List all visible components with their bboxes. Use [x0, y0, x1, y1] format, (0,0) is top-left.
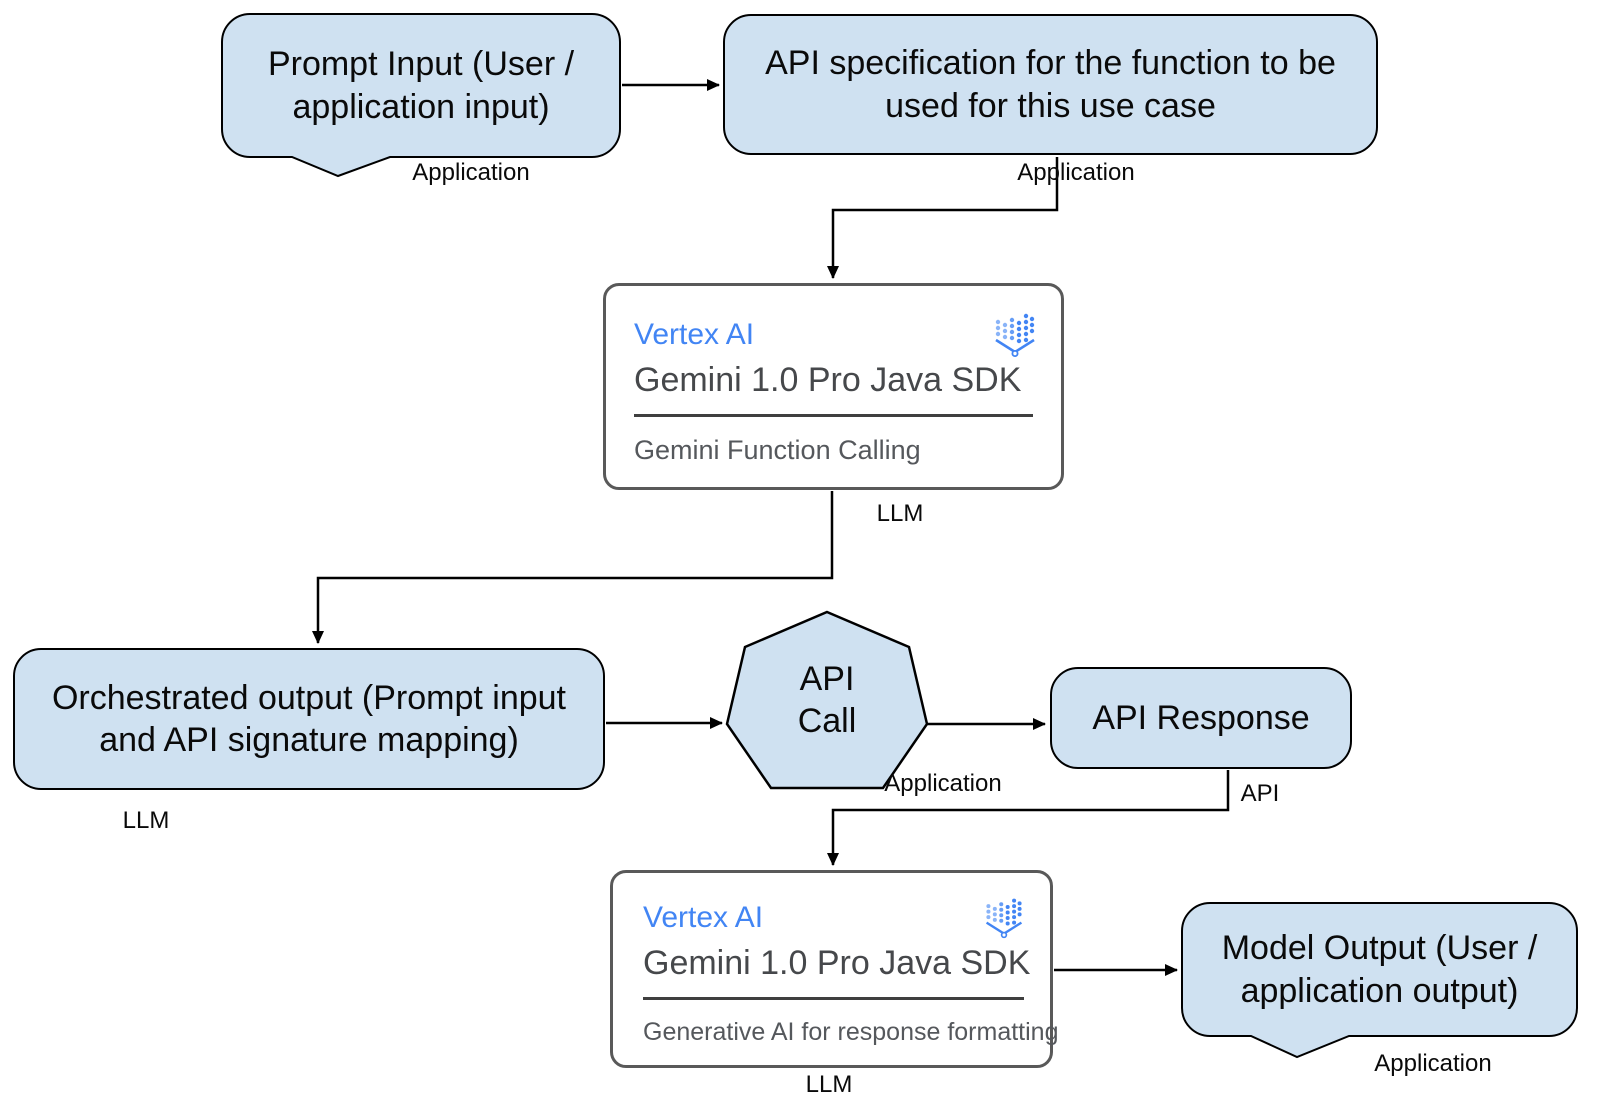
api-call-tag: Application: [884, 770, 1002, 797]
node-gemini-response-formatting: Vertex AI Gemini 1.0 Pro Java SDK Genera…: [610, 870, 1059, 1068]
orchestrated-output-tag: LLM: [122, 807, 170, 834]
node-orchestrated-output: Orchestrated output (Prompt input and AP…: [13, 648, 605, 790]
card1-product-name: Vertex AI: [634, 318, 755, 351]
node-api-spec: API specification for the function to be…: [723, 14, 1378, 155]
connector-apispec-to-llm1: [827, 157, 1059, 279]
connector-llm1-to-orchestrated: [312, 491, 834, 644]
card1-subtitle: Gemini Function Calling: [634, 434, 921, 465]
connector-apiresponse-to-llm2: [827, 770, 1230, 866]
vertex-ai-icon: [985, 898, 1023, 939]
api-response-tag: API: [1240, 780, 1280, 807]
api-spec-label: API specification for the function to be…: [765, 44, 1336, 125]
card1-divider: [634, 413, 1033, 417]
card2-tag: LLM: [805, 1071, 853, 1098]
card2-divider: [643, 996, 1024, 1000]
card1-tag: LLM: [876, 500, 924, 527]
model-output-tag: Application: [1374, 1050, 1492, 1077]
card2-subtitle: Generative AI for response formatting: [643, 1017, 1059, 1046]
api-call-heptagon-shape: [725, 610, 929, 790]
vertex-ai-icon: [995, 313, 1035, 358]
card1-sdk-title: Gemini 1.0 Pro Java SDK: [634, 360, 1022, 399]
api-response-label: API Response: [1092, 698, 1310, 737]
card2-product-name: Vertex AI: [643, 901, 764, 934]
prompt-input-callout-shape: [221, 13, 621, 178]
card2-sdk-title: Gemini 1.0 Pro Java SDK: [643, 943, 1031, 982]
api-spec-tag: Application: [1017, 159, 1135, 186]
prompt-input-tag: Application: [412, 159, 530, 186]
node-api-response: API Response: [1050, 667, 1352, 769]
orchestrated-output-label: Orchestrated output (Prompt input and AP…: [51, 678, 567, 759]
node-gemini-function-calling: Vertex AI Gemini 1.0 Pro Java SDK Gemini…: [603, 283, 1064, 490]
model-output-callout-shape: [1181, 902, 1578, 1059]
